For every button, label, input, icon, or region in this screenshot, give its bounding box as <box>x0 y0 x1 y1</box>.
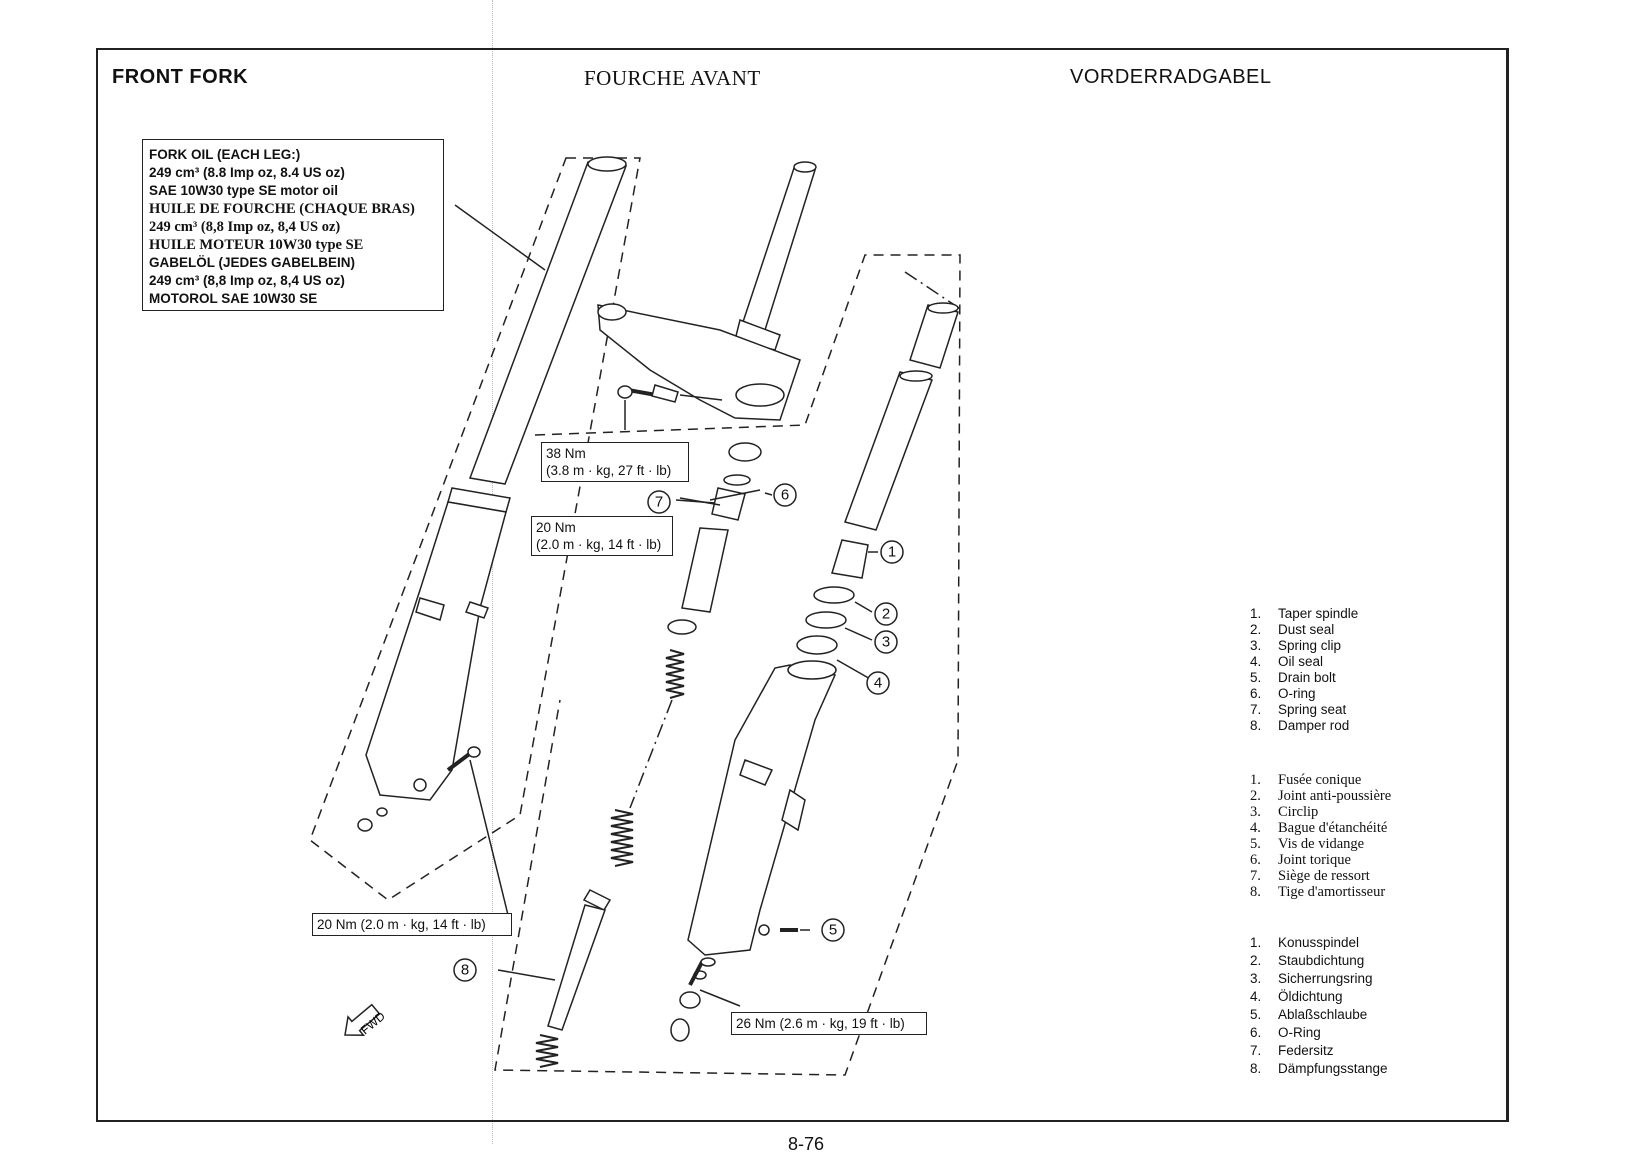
oil-line-3: SAE 10W30 type SE motor oil <box>149 183 339 198</box>
callout-circle-4 <box>866 671 890 695</box>
callout-2: 2 <box>882 606 890 623</box>
callout-1: 1 <box>888 544 896 561</box>
torque-20a-line1: 20 Nm <box>536 520 576 535</box>
callout-circles <box>453 483 904 982</box>
legend-fr-item: 5.Vis de vidange <box>1250 836 1365 852</box>
oil-line-2: 249 cm³ (8.8 Imp oz, 8.4 US oz) <box>149 165 345 180</box>
page-number: 8-76 <box>788 1134 825 1154</box>
legend-en-item: 5.Drain bolt <box>1250 670 1336 685</box>
heading-french: FOURCHE AVANT <box>584 66 761 90</box>
oil-line-4: HUILE DE FOURCHE (CHAQUE BRAS) <box>149 201 415 217</box>
legend-german: 1.Konusspindel 2.Staubdichtung 3.Sicherr… <box>1250 934 1388 1078</box>
oil-line-6: HUILE MOTEUR 10W30 type SE <box>149 237 364 253</box>
heading-german: VORDERRADGABEL <box>1070 66 1272 88</box>
center-parts <box>497 442 762 1068</box>
callout-circle-5 <box>821 918 845 942</box>
callout-5: 5 <box>829 922 837 939</box>
callout-4: 4 <box>874 675 882 692</box>
legend-en-item: 1.Taper spindle <box>1250 606 1359 621</box>
legend-french: 1.Fusée conique 2.Joint anti-poussière 3… <box>1250 772 1391 900</box>
callout-circle-3 <box>874 630 898 654</box>
callout-circle-6 <box>773 483 797 507</box>
torque-38-line2: (3.8 m · kg, 27 ft · lb) <box>546 463 672 478</box>
oil-line-5: 249 cm³ (8,8 Imp oz, 8,4 US oz) <box>149 219 341 235</box>
legend-fr-item: 4.Bague d'étanchéité <box>1250 820 1388 836</box>
legend-en-item: 6.O-ring <box>1250 686 1316 701</box>
legend-fr-item: 1.Fusée conique <box>1250 772 1362 788</box>
torque-box-20nm-lower: 20 Nm (2.0 m · kg, 14 ft · lb) <box>312 913 512 936</box>
diagram-frame <box>96 48 1509 1122</box>
heading-english: FRONT FORK <box>112 66 249 88</box>
torque-box-38nm: 38 Nm (3.8 m · kg, 27 ft · lb) <box>541 442 689 482</box>
legend-de-item: 6.O-Ring <box>1250 1025 1321 1040</box>
torque-38-line1: 38 Nm <box>546 446 586 461</box>
callout-circle-7 <box>647 490 671 514</box>
legend-en-item: 7.Spring seat <box>1250 702 1347 717</box>
oil-line-9: MOTOROL SAE 10W30 SE <box>149 291 318 306</box>
legend-de-item: 4.Öldichtung <box>1250 989 1343 1004</box>
callout-6: 6 <box>781 487 789 504</box>
legend-en-item: 3.Spring clip <box>1250 638 1342 653</box>
oil-line-7: GABELÖL (JEDES GABELBEIN) <box>149 255 356 270</box>
callout-7: 7 <box>655 494 663 511</box>
callout-3: 3 <box>882 634 890 651</box>
legend-de-item: 1.Konusspindel <box>1250 935 1360 950</box>
legend-fr-item: 3.Circlip <box>1250 804 1319 820</box>
legend-fr-item: 8.Tige d'amortisseur <box>1250 884 1386 900</box>
fwd-arrow <box>344 1003 381 1036</box>
torque-box-20nm-upper: 20 Nm (2.0 m · kg, 14 ft · lb) <box>531 516 673 556</box>
legend-en-item: 2.Dust seal <box>1250 622 1335 637</box>
oil-line-1: FORK OIL (EACH LEG:) <box>149 147 301 162</box>
callout-circle-2 <box>874 602 898 626</box>
right-fork-parts <box>687 271 963 980</box>
legend-de-item: 8.Dämpfungsstange <box>1250 1061 1388 1076</box>
legend-english: 1.Taper spindle 2.Dust seal 3.Spring cli… <box>1250 606 1358 734</box>
legend-de-item: 5.Ablaßschlaube <box>1250 1007 1368 1022</box>
callout-circle-1 <box>880 540 904 564</box>
legend-de-item: 7.Federsitz <box>1250 1043 1334 1058</box>
legend-de-item: 3.Sicherrungsring <box>1250 971 1373 986</box>
fork-oil-spec-box: FORK OIL (EACH LEG:) 249 cm³ (8.8 Imp oz… <box>142 139 444 311</box>
legend-de-item: 2.Staubdichtung <box>1250 953 1365 968</box>
legend-fr-item: 2.Joint anti-poussière <box>1250 788 1392 804</box>
left-fork-leg <box>357 156 628 916</box>
steering-stem-assembly <box>597 161 817 430</box>
oil-line-8: 249 cm³ (8,8 Imp oz, 8,4 US oz) <box>149 273 345 288</box>
legend-en-item: 8.Damper rod <box>1250 718 1350 733</box>
callout-8: 8 <box>461 962 469 979</box>
torque-box-26nm: 26 Nm (2.6 m · kg, 19 ft · lb) <box>731 1012 927 1035</box>
torque-20a-line2: (2.0 m · kg, 14 ft · lb) <box>536 537 662 552</box>
callout-circle-8 <box>453 958 477 982</box>
legend-fr-item: 6.Joint torique <box>1250 852 1351 868</box>
leader-lines <box>675 492 878 931</box>
left-leg-dashed-outline <box>309 157 641 901</box>
legend-en-item: 4.Oil seal <box>1250 654 1324 669</box>
page-fold-line <box>492 0 493 1144</box>
legend-fr-item: 7.Siège de ressort <box>1250 868 1370 884</box>
